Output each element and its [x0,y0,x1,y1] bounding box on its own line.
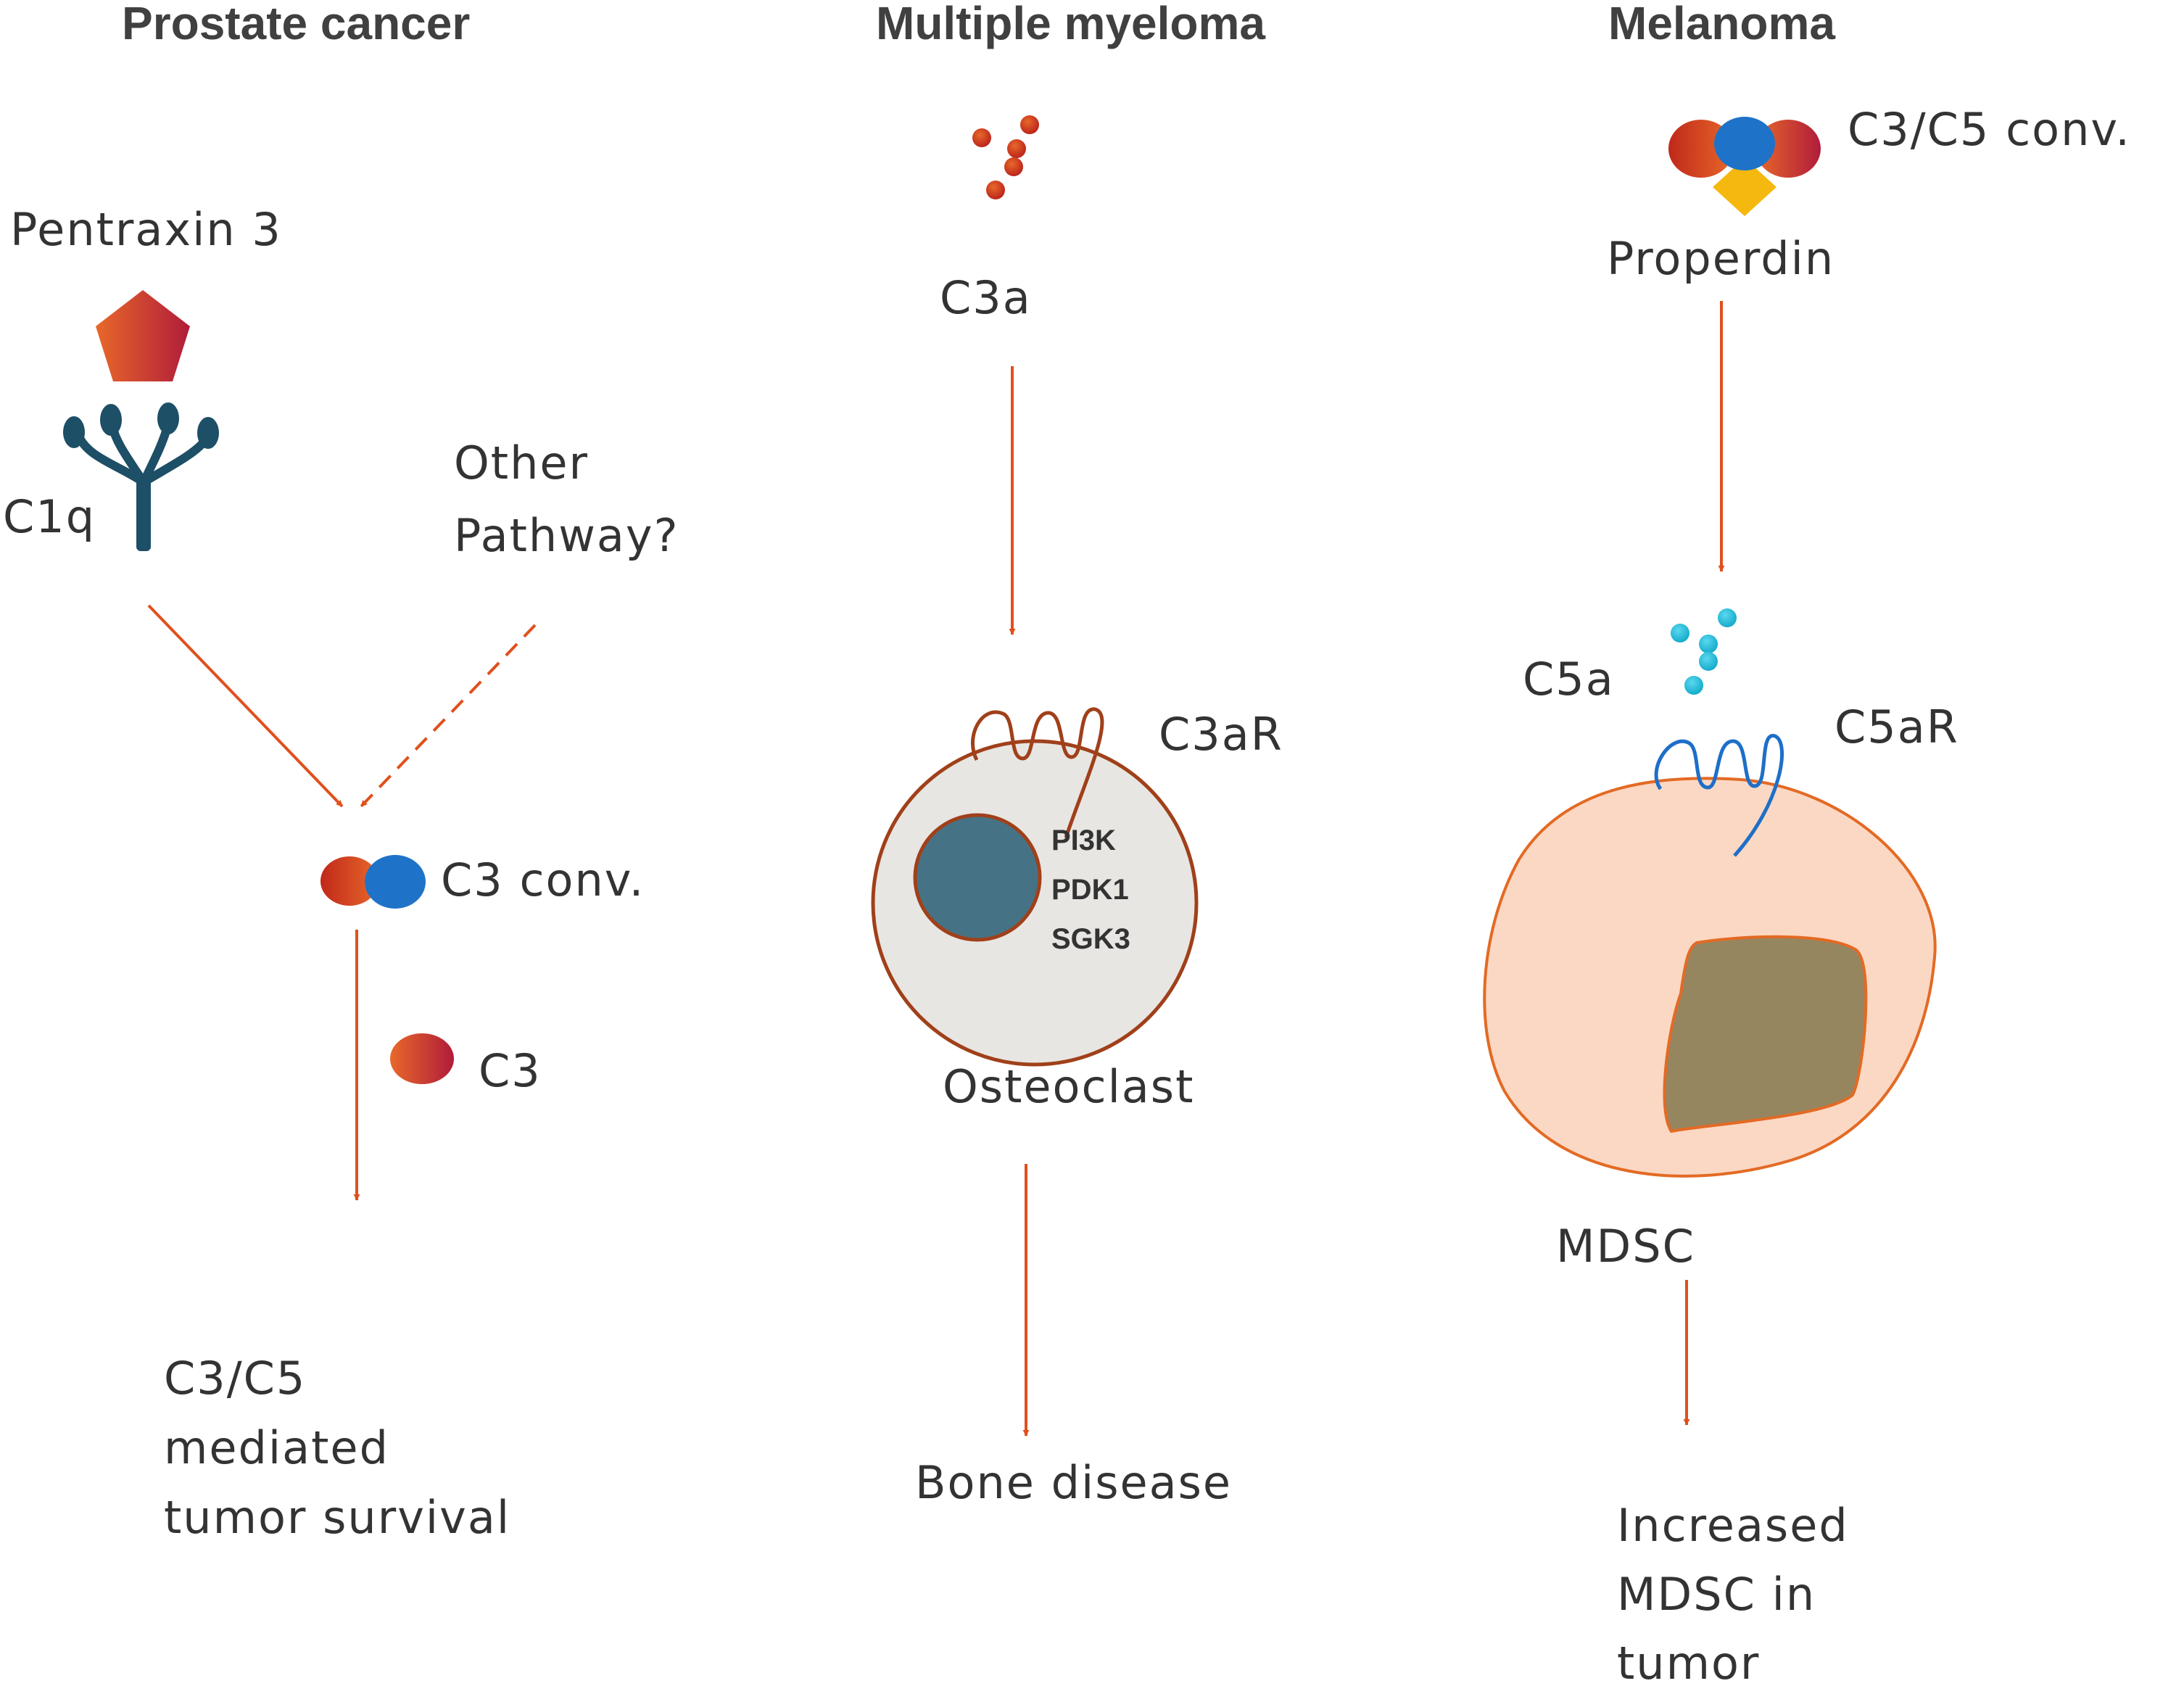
melanoma-outcome-line2: MDSC in [1617,1568,1816,1621]
prostate-outcome-line3: tumor survival [164,1491,510,1544]
melanoma-outcome-line3: tumor [1617,1637,1760,1686]
arrow-c1q-to-c3-convertase [147,604,344,808]
other-pathway-label-line2: Pathway? [454,509,679,562]
c1q-label: C1q [3,490,96,543]
c3-c5-convertase-icon [1668,117,1821,216]
melanoma-panel: Melanoma C3/C5 conv. Properdin C5a C5aR … [1483,0,2131,1686]
c1q-molecule-icon [63,402,219,551]
other-pathway-label-line1: Other [454,437,589,489]
c5a-fragments-icon [1671,608,1737,695]
multiple-myeloma-title: Multiple myeloma [876,0,1265,49]
melanoma-title: Melanoma [1608,0,1835,49]
properdin-icon [1713,158,1776,216]
bone-disease-label: Bone disease [915,1456,1232,1509]
arrow-other-pathway-dashed [360,624,537,808]
prostate-outcome-line1: C3/C5 [164,1352,306,1405]
c3-convertase-label: C3 conv. [441,854,645,906]
c3ar-receptor-icon [971,707,1104,838]
c5ar-label: C5aR [1835,701,1959,753]
c3ar-label: C3aR [1159,708,1283,761]
c3-c5-convertase-label: C3/C5 conv. [1848,103,2131,156]
kinase-sgk3-label: SGK3 [1051,923,1130,955]
osteoclast-label: Osteoclast [943,1060,1194,1113]
c5ar-receptor-icon [1654,734,1784,857]
kinase-pi3k-label: PI3K [1051,825,1116,856]
melanoma-outcome-line1: Increased [1617,1499,1849,1552]
pentraxin-3-pentagon-icon [96,290,190,381]
c3a-label: C3a [940,271,1032,324]
c3-protein-icon [390,1033,454,1084]
c3-label: C3 [479,1044,542,1097]
mdsc-nucleus [1663,935,1868,1133]
kinase-pdk1-label: PDK1 [1051,874,1129,906]
pentraxin-3-label: Pentraxin 3 [10,203,282,256]
c5a-label: C5a [1523,653,1615,706]
multiple-myeloma-panel: Multiple myeloma C3a C3aR PI3K PDK1 SGK3… [871,0,1283,1509]
properdin-label: Properdin [1607,232,1835,285]
prostate-outcome-line2: mediated [164,1421,389,1474]
c3-convertase-icon [320,855,426,909]
prostate-cancer-panel: Prostate cancer Pentraxin 3 C1q Other Pa… [3,0,679,1544]
prostate-cancer-title: Prostate cancer [122,0,470,49]
mdsc-label: MDSC [1556,1220,1695,1273]
osteoclast-nucleus [913,813,1042,942]
c3a-fragments-icon [972,115,1039,199]
